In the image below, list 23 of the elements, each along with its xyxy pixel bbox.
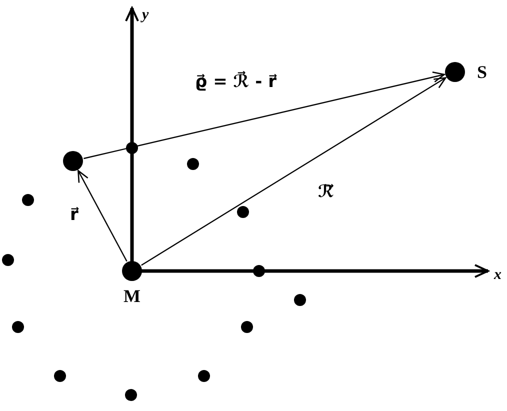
point-dot xyxy=(237,206,249,218)
point-dot xyxy=(63,151,83,171)
axis-label: x xyxy=(494,268,502,283)
point-label: M xyxy=(124,287,140,305)
point-dot xyxy=(2,254,14,266)
point-label: S xyxy=(477,63,488,81)
point-dot xyxy=(253,265,265,277)
point-dot xyxy=(22,194,34,206)
point-dot xyxy=(54,370,66,382)
point-dot xyxy=(125,389,137,401)
vector-arrow xyxy=(84,71,445,160)
vector-arrow xyxy=(141,77,446,266)
vector-arrow xyxy=(78,170,128,262)
point-dot xyxy=(12,321,24,333)
point-dot xyxy=(126,142,138,154)
point-dot xyxy=(294,294,306,306)
axis-label: y xyxy=(142,8,149,23)
vector-label: ℛ⃗ xyxy=(318,182,334,202)
point-dot xyxy=(198,370,210,382)
point-dot xyxy=(241,321,253,333)
vector-label: r⃗ xyxy=(70,205,78,225)
point-dot xyxy=(187,158,199,170)
vector-label: ϱ⃗ = ℛ⃗ - r⃗ xyxy=(195,72,276,92)
